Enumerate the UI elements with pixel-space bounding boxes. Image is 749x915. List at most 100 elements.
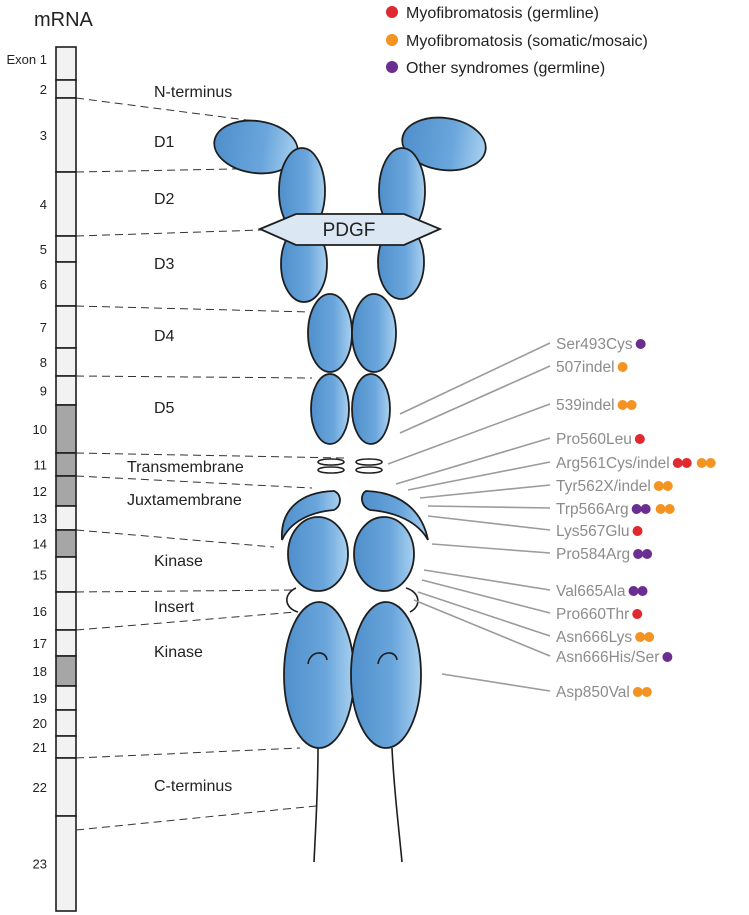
pointer-pro660thr [421,579,551,614]
mutation-item: 507indel [556,359,628,376]
exon-14-segment [55,529,77,558]
exon-8-segment [55,347,77,377]
mutation-dot-orange [664,504,675,514]
mutation-dot-purple [628,586,639,596]
region-labels: N-terminus D1 D2 D3 D4 D5 Transmembrane … [127,84,244,795]
kinase-insert-left [286,587,299,613]
exon-13-label: 13 [33,511,47,526]
mrna-exon-bar [55,46,77,912]
mutation-item: Tyr562X/indel [556,478,673,495]
region-insert: Insert [154,599,195,616]
activation-loop-right [377,652,398,665]
mutation-dot-purple [662,652,673,662]
mutation-dot-orange [655,504,666,514]
pointer-tyr562x [419,484,551,499]
mutation-dot-red [632,609,643,619]
d4-right-domain [351,293,397,373]
d4-left-domain [307,293,353,373]
mutation-dot-purple [635,339,646,349]
map-line-n-terminus [75,97,263,123]
exon-15-segment [55,556,77,593]
exon-21-label: 21 [33,740,47,755]
exon-2-segment [55,79,77,99]
map-line-d4-d5 [75,375,313,379]
mutation-dot-purple [631,504,642,514]
pointer-pro560leu [395,437,551,485]
map-line-d3-d4 [75,305,311,313]
mutation-dot-purple [637,586,648,596]
exon-9-segment [55,375,77,406]
region-juxtamembrane: Juxtamembrane [127,492,242,509]
exon-7-label: 7 [40,320,47,335]
exon-16-label: 16 [33,604,47,619]
mutation-item: Asn666His/Ser [556,649,673,666]
exon-17-segment [55,629,77,657]
mutation-label: Trp566Arg [556,501,629,518]
legend-label-other: Other syndromes (germline) [406,60,605,77]
mutation-item: Pro660Thr [556,606,643,623]
pointer-lys567glu [427,515,551,531]
juxtamembrane-left [281,490,341,541]
mutation-item: Ser493Cys [556,336,646,353]
mutation-dot-purple [640,504,651,514]
map-line-kinase-insert [75,589,295,593]
mutation-dot-orange [626,400,637,410]
pointer-asn666hisser [413,599,551,657]
mutation-label: 539indel [556,397,615,414]
pdgf-ligand [257,213,443,246]
pointer-539indel [387,403,551,465]
pointer-trp566arg [427,505,551,509]
exon-3-segment [55,97,77,173]
exon-6-label: 6 [40,277,47,292]
mutation-dot-red [672,458,683,468]
transmembrane-helices [317,458,383,474]
mutation-label: Val665Ala [556,583,626,600]
exon-18-label: 18 [33,664,47,679]
exon-17-label: 17 [33,636,47,651]
exon-1-label: Exon 1 [7,52,47,67]
legend: Myofibromatosis (germline) Myofibromatos… [386,5,648,77]
pointer-pro584arg [431,543,551,554]
mutation-dot-orange [632,687,643,697]
mutation-item: Val665Ala [556,583,648,600]
mutation-dot-red [632,526,643,536]
legend-label-somatic: Myofibromatosis (somatic/mosaic) [406,33,648,50]
mutation-item: Arg561Cys/indel [556,455,716,472]
mutation-dot-red [681,458,692,468]
exon-23-segment [55,815,77,912]
exon-4-label: 4 [40,197,47,212]
mutation-dot-red [634,434,645,444]
region-c-terminus: C-terminus [154,778,232,795]
map-line-insert-kinase2 [75,611,297,631]
kinase-right-c-lobe [350,601,422,749]
d5-right-domain [351,373,391,445]
mutation-pointer-lines [387,342,551,692]
exon-2-label: 2 [40,82,47,97]
exon-22-segment [55,757,77,817]
exon-8-label: 8 [40,355,47,370]
mutation-dot-orange [617,400,628,410]
exon-14-label: 14 [33,537,47,552]
exon-19-segment [55,685,77,711]
mrna-title: mRNA [34,9,94,31]
exon-4-segment [55,171,77,237]
exon-19-label: 19 [33,691,47,706]
pointer-val665ala [423,569,551,591]
receptor-dimer: PDGF [213,116,487,863]
mutation-label: Asn666Lys [556,629,632,646]
region-d4: D4 [154,328,175,345]
pointer-arg561cys [407,461,551,491]
kinase-left-c-lobe [283,601,355,749]
mutation-label: Pro560Leu [556,431,632,448]
pointer-asn666lys [417,591,551,637]
d5-left-domain [310,373,350,445]
legend-dot-other [386,61,398,73]
juxtamembrane-right [361,490,429,541]
mutation-label: Asn666His/Ser [556,649,659,666]
mutation-item: Pro560Leu [556,431,645,448]
c-terminal-tail-right [391,747,403,863]
exon-12-segment [55,475,77,507]
exon-23-label: 23 [33,857,47,872]
exon-10-label: 10 [33,422,47,437]
